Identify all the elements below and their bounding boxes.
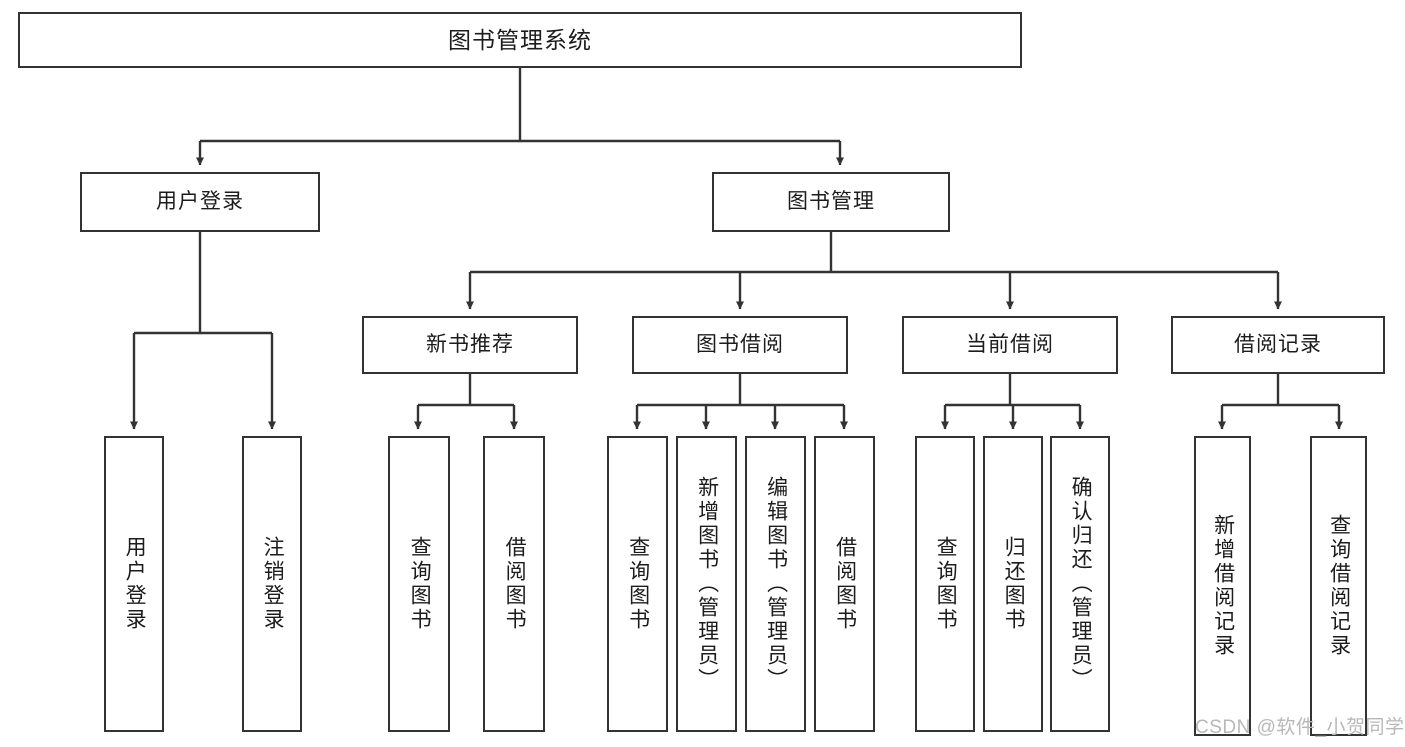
node-label: 用户登录	[123, 536, 147, 632]
node-leaf-logout[interactable]: 注销登录	[242, 436, 302, 732]
watermark: CSDN @软件_小贺同学	[1195, 717, 1405, 738]
node-current-borrow[interactable]: 当前借阅	[902, 316, 1118, 374]
node-label: 图书管理	[787, 189, 875, 213]
node-label: 归还图书	[1002, 536, 1026, 632]
node-label: 图书借阅	[696, 332, 784, 356]
node-leaf-query-book-3[interactable]: 查询图书	[915, 436, 975, 732]
node-leaf-confirm-return-admin[interactable]: 确认归还（管理员）	[1050, 436, 1110, 732]
node-leaf-edit-book-admin[interactable]: 编辑图书（管理员）	[745, 436, 806, 732]
node-leaf-add-borrow-record[interactable]: 新增借阅记录	[1194, 436, 1251, 736]
node-label: 用户登录	[156, 189, 244, 213]
node-label: 查询图书	[408, 536, 432, 632]
node-label: 编辑图书（管理员）	[764, 476, 788, 692]
node-label: 注销登录	[261, 536, 285, 632]
node-label: 查询图书	[626, 536, 650, 632]
node-new-book-recommend[interactable]: 新书推荐	[362, 316, 578, 374]
node-label: 新书推荐	[426, 332, 514, 356]
node-leaf-borrow-book-1[interactable]: 借阅图书	[483, 436, 545, 732]
node-leaf-add-book-admin[interactable]: 新增图书（管理员）	[676, 436, 737, 732]
node-leaf-query-borrow-record[interactable]: 查询借阅记录	[1310, 436, 1367, 736]
node-root[interactable]: 图书管理系统	[18, 12, 1022, 68]
node-label: 借阅图书	[503, 536, 527, 632]
node-book-borrow[interactable]: 图书借阅	[632, 316, 848, 374]
node-label: 查询借阅记录	[1327, 514, 1351, 658]
node-label: 当前借阅	[966, 332, 1054, 356]
node-leaf-query-book-1[interactable]: 查询图书	[388, 436, 450, 732]
node-borrow-records[interactable]: 借阅记录	[1171, 316, 1385, 374]
node-label: 确认归还（管理员）	[1069, 476, 1093, 692]
edges-root	[130, 68, 1343, 430]
node-book-management[interactable]: 图书管理	[712, 172, 950, 232]
node-leaf-user-login[interactable]: 用户登录	[104, 436, 164, 732]
node-label: 新增借阅记录	[1211, 514, 1235, 658]
node-leaf-return-book[interactable]: 归还图书	[983, 436, 1043, 732]
node-label: 查询图书	[934, 536, 958, 632]
node-label: 新增图书（管理员）	[695, 476, 719, 692]
node-label: 借阅记录	[1234, 332, 1322, 356]
node-label: 图书管理系统	[448, 26, 592, 53]
node-label: 借阅图书	[833, 536, 857, 632]
node-user-login[interactable]: 用户登录	[80, 172, 320, 232]
node-leaf-borrow-book-2[interactable]: 借阅图书	[814, 436, 875, 732]
node-leaf-query-book-2[interactable]: 查询图书	[607, 436, 668, 732]
